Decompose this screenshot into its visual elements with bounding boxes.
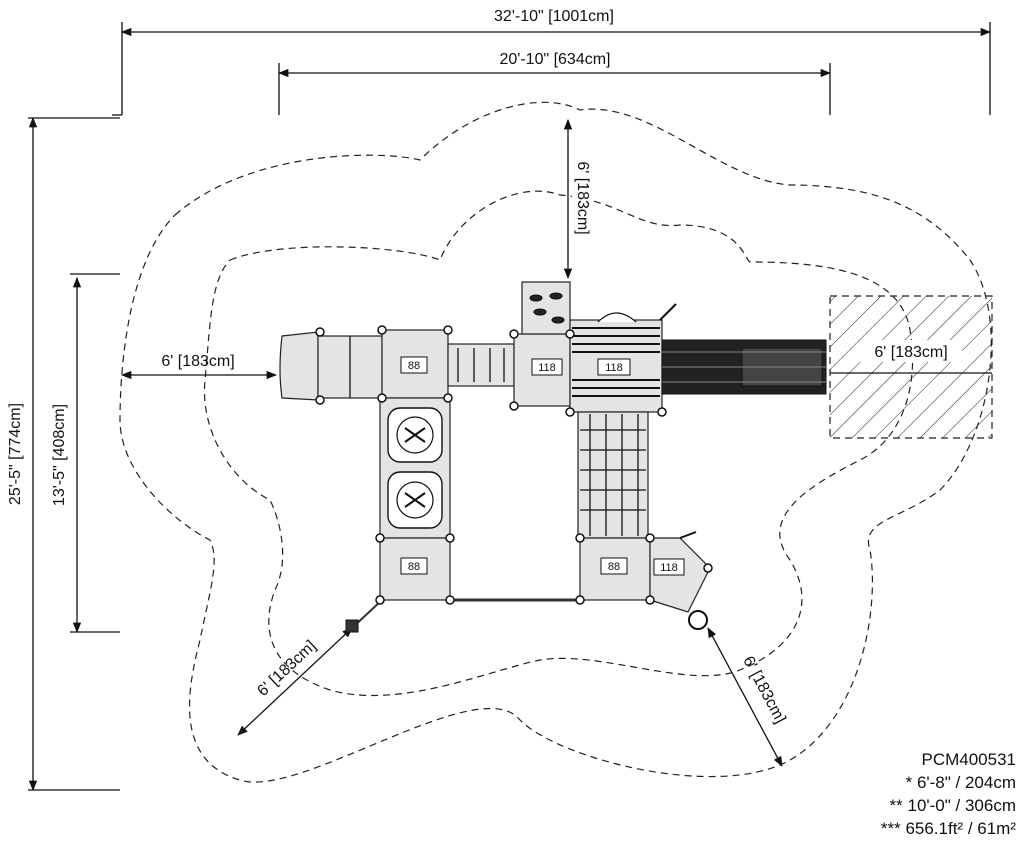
structure-width-label: 20'-10" [634cm] — [499, 51, 610, 68]
top-climber — [521, 281, 571, 335]
dimension-structure-depth: 13'-5" [408cm] — [51, 273, 120, 634]
spec-line-height: ** 10'-0" / 306cm — [889, 796, 1016, 815]
spinner-panel-2 — [387, 471, 443, 529]
clearance-top-arrow: 6' [183cm] — [563, 118, 594, 280]
deck-d-label: 88 — [408, 561, 420, 573]
entry-panel — [279, 331, 319, 401]
posts — [315, 325, 713, 605]
clearance-bottom-right-arrow: 6' [183cm] — [707, 627, 789, 767]
inner-use-zone — [203, 190, 914, 697]
clearance-bottom-left-label: 6' [183cm] — [254, 637, 319, 699]
spec-block: PCM400531 * 6'-8" / 204cm ** 10'-0" / 30… — [881, 748, 1016, 840]
net-climber — [577, 411, 649, 539]
roof-lines — [572, 327, 660, 397]
clearance-right-label: 6' [183cm] — [874, 344, 947, 361]
dimension-overall-width: 32'-10" [1001cm] — [112, 4, 992, 116]
model-number: PCM400531 — [921, 750, 1016, 769]
structure-depth-label: 13'-5" [408cm] — [51, 404, 68, 506]
deck-e-label: 88 — [608, 561, 620, 573]
bottom-left-handle — [345, 619, 359, 633]
outer-use-zone — [119, 101, 992, 783]
dimension-structure-width: 20'-10" [634cm] — [277, 47, 832, 115]
clearance-left-arrow: 6' [183cm] — [120, 353, 278, 380]
spinner-seat — [688, 610, 708, 630]
spec-line-area: *** 656.1ft² / 61m² — [880, 819, 1016, 838]
clearance-left-label: 6' [183cm] — [161, 353, 234, 370]
deck-a-label: 88 — [408, 360, 420, 372]
dimension-overall-depth: 25'-5" [774cm] — [7, 116, 120, 792]
slide-exit-zone: 6' [183cm] — [829, 295, 993, 439]
overall-width-label: 32'-10" [1001cm] — [494, 8, 614, 25]
overall-depth-label: 25'-5" [774cm] — [7, 403, 24, 505]
deck-b-label: 118 — [538, 362, 556, 374]
clearance-top-label: 6' [183cm] — [574, 161, 591, 234]
clearance-bottom-right-label: 6' [183cm] — [739, 654, 788, 727]
slide — [661, 339, 827, 395]
play-structure: 88 118 118 — [279, 281, 827, 633]
tunnel-bridge — [447, 343, 515, 387]
deck-f-label: 118 — [660, 562, 678, 574]
spec-line-fall-height: * 6'-8" / 204cm — [905, 773, 1016, 792]
deck-c-label: 118 — [605, 362, 623, 374]
spinner-panel-1 — [387, 407, 443, 463]
clearance-bottom-left-arrow: 6' [183cm] — [237, 627, 353, 736]
